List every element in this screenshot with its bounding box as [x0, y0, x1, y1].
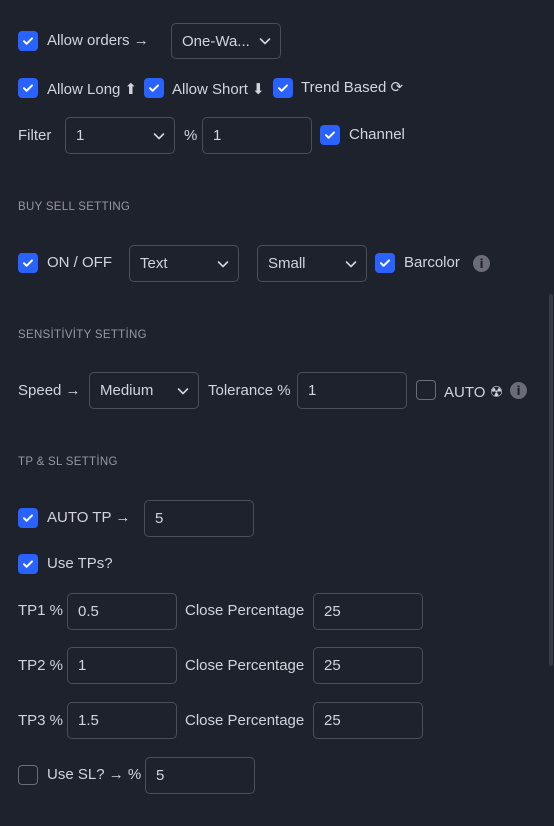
info-icon[interactable]: i — [473, 255, 490, 272]
sl-percent-value: 5 — [156, 767, 165, 784]
barcolor-label: Barcolor — [404, 254, 460, 271]
auto-tp-label: AUTO TP → — [47, 509, 131, 526]
use-sl-checkbox[interactable] — [18, 765, 38, 785]
tp2-close-percentage-label: Close Percentage — [185, 657, 305, 674]
tp3-close-percentage-label: Close Percentage — [185, 712, 305, 729]
allow-short-checkbox[interactable] — [144, 78, 164, 98]
auto-sensitivity-label: AUTO ☢ — [444, 384, 504, 401]
tp2-close-percentage-input[interactable]: 25 — [313, 647, 423, 684]
tp2-value: 1 — [78, 657, 87, 674]
auto-tp-checkbox[interactable] — [18, 508, 38, 528]
allow-long-label: Allow Long ⬆ — [47, 81, 138, 98]
use-tps-label: Use TPs? — [47, 555, 113, 572]
buy-sell-section-title: BUY SELL SETTING — [18, 201, 131, 213]
chevron-down-icon — [177, 387, 189, 394]
filter-percent-input[interactable]: 1 — [202, 117, 312, 154]
sensitivity-section-title: SENSİTİVİTY SETTİNG — [18, 329, 147, 341]
channel-checkbox[interactable] — [320, 125, 340, 145]
tp3-label: TP3 % — [18, 712, 64, 729]
check-icon — [23, 560, 33, 568]
filter-select-value: 1 — [76, 127, 85, 144]
tp1-close-percentage-value: 25 — [324, 603, 341, 620]
order-mode-select[interactable]: One-Wa... — [171, 23, 281, 59]
speed-label: Speed → — [18, 382, 81, 399]
tp1-label: TP1 % — [18, 602, 64, 619]
tp2-input[interactable]: 1 — [67, 647, 177, 684]
tolerance-label: Tolerance % — [208, 382, 291, 399]
on-off-label: ON / OFF — [47, 254, 112, 271]
speed-value: Medium — [100, 382, 154, 399]
speed-select[interactable]: Medium — [89, 372, 199, 409]
auto-tp-input[interactable]: 5 — [144, 500, 254, 537]
signal-style-select[interactable]: Text — [129, 245, 239, 282]
filter-label: Filter — [18, 127, 52, 144]
check-icon — [23, 84, 33, 92]
chevron-down-icon — [153, 132, 165, 139]
filter-percent-value: 1 — [213, 127, 222, 144]
check-icon — [23, 514, 33, 522]
tp1-value: 0.5 — [78, 603, 99, 620]
tp2-label: TP2 % — [18, 657, 64, 674]
check-icon — [23, 37, 33, 45]
tolerance-input[interactable]: 1 — [297, 372, 407, 409]
check-icon — [380, 259, 390, 267]
buy-sell-on-off-checkbox[interactable] — [18, 253, 38, 273]
signal-size-value: Small — [268, 255, 306, 272]
auto-sensitivity-checkbox[interactable] — [416, 380, 436, 400]
tp3-input[interactable]: 1.5 — [67, 702, 177, 739]
signal-style-value: Text — [140, 255, 168, 272]
tolerance-value: 1 — [308, 382, 317, 399]
tp3-value: 1.5 — [78, 712, 99, 729]
check-icon — [23, 259, 33, 267]
tp3-close-percentage-input[interactable]: 25 — [313, 702, 423, 739]
order-mode-value: One-Wa... — [182, 32, 250, 50]
tp1-close-percentage-label: Close Percentage — [185, 602, 305, 619]
trend-based-label: Trend Based ⟳ — [301, 79, 404, 96]
scrollbar[interactable] — [549, 294, 553, 666]
tp2-close-percentage-value: 25 — [324, 657, 341, 674]
chevron-down-icon — [217, 260, 229, 267]
chevron-down-icon — [345, 260, 357, 267]
allow-short-label: Allow Short ⬇ — [172, 81, 265, 98]
trend-based-checkbox[interactable] — [273, 78, 293, 98]
auto-tp-value: 5 — [155, 510, 164, 527]
tp1-close-percentage-input[interactable]: 25 — [313, 593, 423, 630]
tp1-input[interactable]: 0.5 — [67, 593, 177, 630]
check-icon — [149, 84, 159, 92]
channel-label: Channel — [349, 126, 405, 143]
check-icon — [325, 131, 335, 139]
filter-select[interactable]: 1 — [65, 117, 175, 154]
check-icon — [278, 84, 288, 92]
use-tps-checkbox[interactable] — [18, 554, 38, 574]
tp-sl-section-title: TP & SL SETTİNG — [18, 456, 118, 468]
allow-orders-label: Allow orders → — [47, 32, 149, 49]
use-sl-label: Use SL? → % — [47, 766, 142, 783]
info-icon[interactable]: i — [510, 382, 527, 399]
barcolor-checkbox[interactable] — [375, 253, 395, 273]
filter-percent-label: % — [184, 127, 198, 144]
tp3-close-percentage-value: 25 — [324, 712, 341, 729]
sl-percent-input[interactable]: 5 — [145, 757, 255, 794]
signal-size-select[interactable]: Small — [257, 245, 367, 282]
allow-orders-checkbox[interactable] — [18, 31, 38, 51]
allow-long-checkbox[interactable] — [18, 78, 38, 98]
chevron-down-icon — [259, 38, 271, 45]
